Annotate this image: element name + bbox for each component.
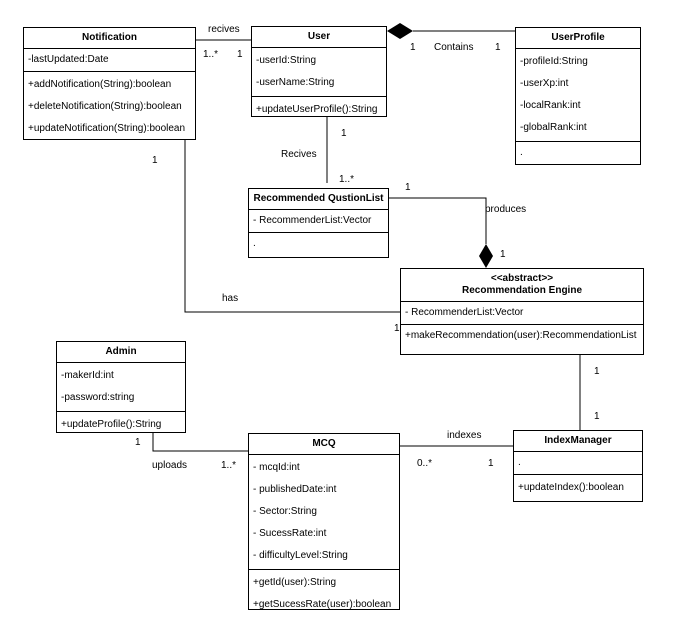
method: +deleteNotification(String):boolean [28,101,182,112]
attribute: - publishedDate:int [253,484,337,495]
indexes-label: indexes [447,430,482,441]
engine-index-mult-index: 1 [594,411,600,422]
attributes: -lastUpdated:Date [24,49,195,72]
method: . [520,147,523,158]
recives-mid-label: Recives [281,149,317,160]
attribute: - SucessRate:int [253,528,327,539]
indexes-mult-index: 1 [488,458,494,469]
attributes: -profileId:String -userXp:int -localRank… [516,49,640,142]
attributes: . [514,452,642,475]
produces-label: produces [485,204,527,215]
attribute: - RecommenderList:Vector [253,215,372,226]
has-label: has [222,293,239,304]
attribute: -userXp:int [520,78,569,89]
attributes: - mcqId:int - publishedDate:int - Sector… [249,455,399,570]
methods: . [249,233,388,255]
methods: +updateUserProfile():String [252,97,386,123]
attribute: . [518,457,521,468]
has-mult-engine: 1 [394,323,400,334]
uploads-mult-mcq: 1..* [221,460,237,471]
method: +updateNotification(String):boolean [28,123,186,134]
attribute: - difficultyLevel:String [253,550,348,561]
uploads-label: uploads [152,460,188,471]
method: +makeRecommendation(user):Recommendation… [405,330,637,341]
class-notification[interactable]: Notification -lastUpdated:Date +addNotif… [23,27,196,140]
produces-line [389,197,487,244]
method: +addNotification(String):boolean [28,79,172,90]
method: +updateIndex():boolean [518,482,624,493]
contains-mult-user: 1 [410,42,416,53]
attributes: -makerId:int -password:string [57,363,185,412]
attributes: - RecommenderList:Vector [249,210,388,233]
methods: +updateProfile():String [57,412,185,438]
class-admin[interactable]: Admin -makerId:int -password:string +upd… [56,341,186,433]
has-mult-notification: 1 [152,155,158,166]
class-user[interactable]: User -userId:String -userName:String +up… [251,26,387,117]
attributes: - RecommenderList:Vector [401,302,643,325]
class-name: Admin [57,342,185,363]
attribute: -password:string [61,392,135,403]
produces-diamond [479,244,493,268]
class-name: Recommended QustionList [249,189,388,210]
method: +getId(user):String [253,577,337,588]
attribute: -makerId:int [61,370,114,381]
attribute: -localRank:int [520,100,581,111]
attribute: -globalRank:int [520,122,587,133]
class-name-text: Recommendation Engine [461,285,582,296]
uploads-line [152,433,248,452]
attribute: -userId:String [256,55,317,66]
method: . [253,238,256,249]
recives-label: recives [208,24,240,35]
produces-mult-list: 1 [405,182,411,193]
attribute: -profileId:String [520,56,588,67]
methods: +getId(user):String +getSucessRate(user)… [249,570,399,618]
method: +updateProfile():String [61,419,162,430]
uploads-mult-admin: 1 [135,437,141,448]
method: +updateUserProfile():String [256,104,378,115]
class-user-profile[interactable]: UserProfile -profileId:String -userXp:in… [515,27,641,165]
attributes: -userId:String -userName:String [252,48,386,97]
class-name: <<abstract>> Recommendation Engine [401,269,643,302]
engine-index-mult-engine: 1 [594,366,600,377]
recives-mid-mult-user: 1 [341,128,347,139]
recives-mult-notification: 1..* [203,49,219,60]
class-recommendation-engine[interactable]: <<abstract>> Recommendation Engine - Rec… [400,268,644,355]
contains-diamond [387,23,413,39]
stereotype: <<abstract>> [490,273,554,284]
indexes-mult-mcq: 0..* [417,458,433,469]
attribute: -userName:String [256,77,335,88]
class-name: UserProfile [516,28,640,49]
methods: . [516,142,640,164]
class-name: MCQ [249,434,399,455]
method: +getSucessRate(user):boolean [253,599,392,610]
attribute: - mcqId:int [253,462,300,473]
has-line [184,140,400,313]
recives-mid-mult-list: 1..* [339,174,355,185]
class-mcq[interactable]: MCQ - mcqId:int - publishedDate:int - Se… [248,433,400,610]
class-recommended-question-list[interactable]: Recommended QustionList - RecommenderLis… [248,188,389,258]
methods: +makeRecommendation(user):Recommendation… [401,325,643,347]
attribute: - RecommenderList:Vector [405,307,524,318]
recives-mult-user: 1 [237,49,243,60]
attribute: -lastUpdated:Date [28,54,109,65]
produces-mult-engine: 1 [500,249,506,260]
contains-label: Contains [434,42,474,53]
attribute: - Sector:String [253,506,317,517]
class-name: IndexManager [514,431,642,452]
contains-mult-profile: 1 [495,42,501,53]
class-index-manager[interactable]: IndexManager . +updateIndex():boolean [513,430,643,502]
methods: +updateIndex():boolean [514,475,642,501]
class-name: Notification [24,28,195,49]
class-name: User [252,27,386,48]
methods: +addNotification(String):boolean +delete… [24,72,195,142]
